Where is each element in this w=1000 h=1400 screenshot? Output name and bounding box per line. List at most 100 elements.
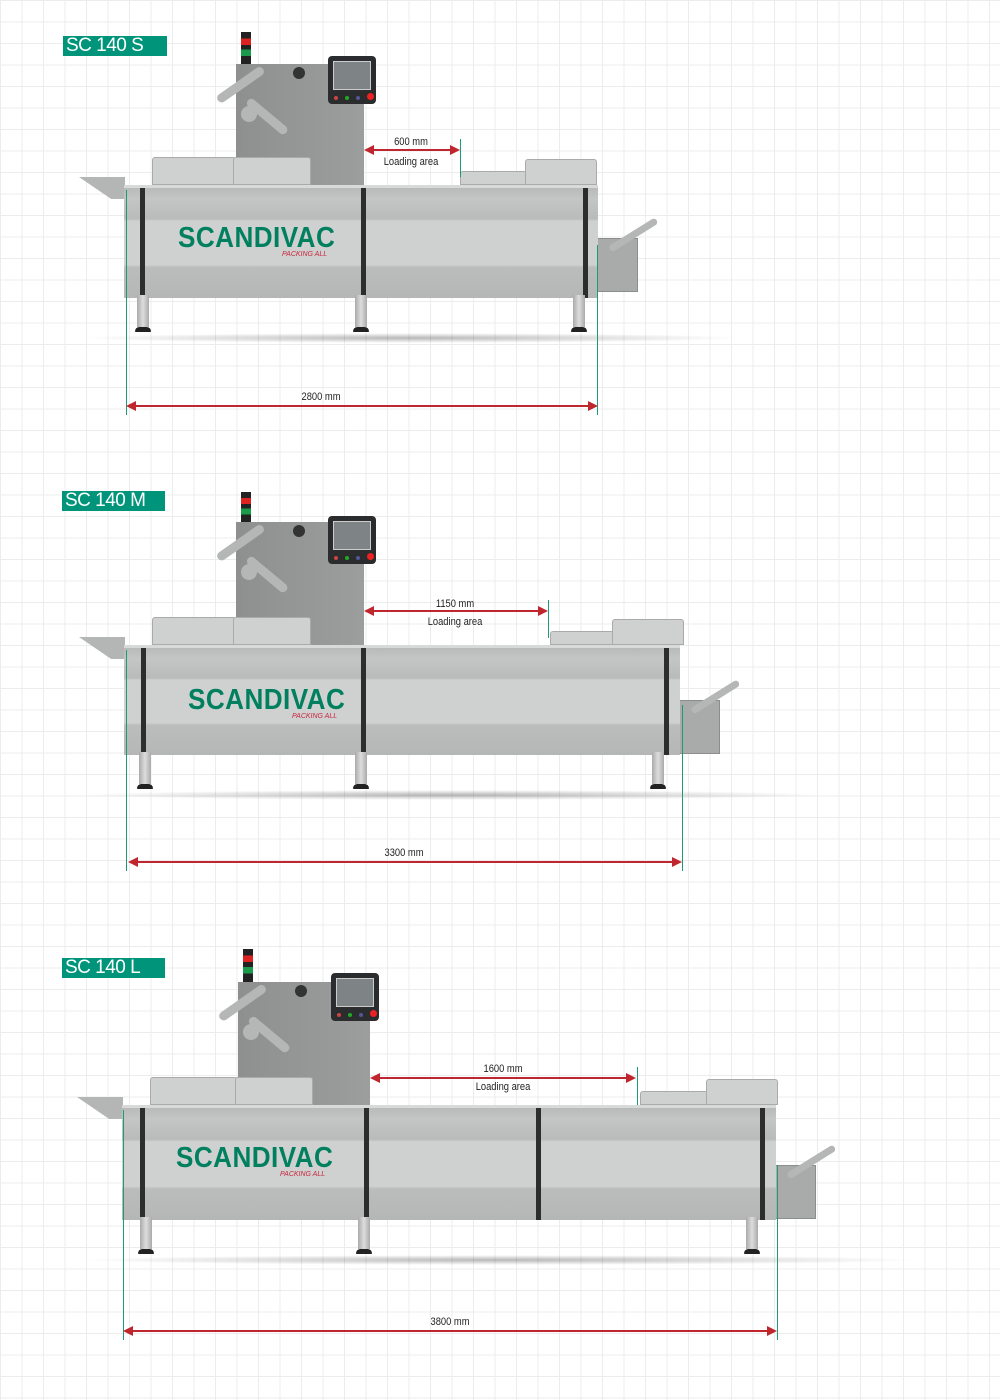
forming-station bbox=[150, 1077, 238, 1105]
brand-logo: SCANDIVAC bbox=[188, 684, 346, 716]
brand-logo: SCANDIVAC bbox=[178, 222, 336, 254]
dimension-extension-line bbox=[777, 1165, 778, 1340]
infeed-table bbox=[79, 177, 125, 199]
loading-area-marker bbox=[460, 139, 461, 177]
model-label: SC 140 M bbox=[62, 491, 165, 511]
total-length-arrow bbox=[126, 402, 598, 410]
machine-leg bbox=[358, 1217, 370, 1249]
floor-shadow bbox=[77, 1255, 921, 1265]
dimension-extension-line bbox=[123, 1110, 124, 1340]
dimension-extension-line bbox=[126, 650, 127, 871]
leveling-foot-icon bbox=[135, 327, 151, 332]
signal-tower-icon bbox=[241, 32, 251, 64]
control-button-icon[interactable] bbox=[345, 96, 349, 100]
screen-display[interactable] bbox=[333, 521, 371, 550]
total-length-arrow bbox=[123, 1327, 777, 1335]
model-label: SC 140 L bbox=[62, 958, 165, 978]
total-length-label: 3300 mm bbox=[384, 847, 424, 859]
brand-tagline: PACKING ALL bbox=[282, 251, 328, 258]
model-label: SC 140 S bbox=[63, 36, 167, 56]
infeed-table bbox=[79, 637, 125, 659]
leveling-foot-icon bbox=[137, 784, 153, 789]
forming-station bbox=[235, 1077, 313, 1105]
machine-leg bbox=[355, 752, 367, 784]
loading-area-label: Loading area bbox=[427, 616, 483, 628]
floor-shadow bbox=[79, 333, 743, 343]
knob-icon bbox=[293, 525, 305, 537]
total-length-label: 3800 mm bbox=[430, 1316, 470, 1328]
signal-tower-icon bbox=[241, 492, 251, 522]
total-length-arrow bbox=[128, 858, 682, 866]
machine-frame bbox=[124, 645, 680, 755]
forming-station bbox=[233, 157, 311, 185]
frame-divider bbox=[140, 1108, 145, 1220]
loading-length-label: 1150 mm bbox=[435, 598, 475, 610]
roller-icon bbox=[241, 106, 257, 122]
floor-shadow bbox=[79, 790, 825, 800]
forming-station bbox=[152, 157, 236, 185]
loading-area-marker bbox=[548, 600, 549, 638]
machine-leg bbox=[137, 295, 149, 327]
loading-length-label: 1600 mm bbox=[483, 1063, 523, 1075]
frame-divider bbox=[140, 188, 145, 298]
control-button-icon[interactable] bbox=[348, 1013, 352, 1017]
leveling-foot-icon bbox=[571, 327, 587, 332]
control-button-icon[interactable] bbox=[367, 93, 374, 100]
brand-tagline: PACKING ALL bbox=[280, 1171, 326, 1178]
sealing-station bbox=[706, 1079, 778, 1105]
infeed-table bbox=[77, 1097, 123, 1119]
screen-display[interactable] bbox=[336, 978, 374, 1007]
touchscreen-control-panel[interactable] bbox=[328, 56, 376, 104]
machine-leg bbox=[139, 752, 151, 784]
frame-divider bbox=[536, 1108, 541, 1220]
machine-leg bbox=[746, 1217, 758, 1249]
frame-divider bbox=[664, 648, 669, 755]
loading-area-marker bbox=[637, 1067, 638, 1105]
dimension-extension-line bbox=[597, 245, 598, 415]
roller-icon bbox=[241, 564, 257, 580]
screen-display[interactable] bbox=[333, 61, 371, 90]
control-button-icon[interactable] bbox=[370, 1010, 377, 1017]
control-button-icon[interactable] bbox=[367, 553, 374, 560]
forming-station bbox=[233, 617, 311, 645]
machine-leg bbox=[140, 1217, 152, 1249]
brand-tagline: PACKING ALL bbox=[292, 713, 338, 720]
leveling-foot-icon bbox=[138, 1249, 154, 1254]
total-length-label: 2800 mm bbox=[301, 391, 341, 403]
signal-tower-icon bbox=[243, 949, 253, 982]
frame-divider bbox=[141, 648, 146, 755]
loading-area-arrow bbox=[370, 1074, 636, 1082]
control-button-icon[interactable] bbox=[334, 556, 338, 560]
sealing-station bbox=[550, 631, 614, 645]
dimension-extension-line bbox=[682, 705, 683, 871]
touchscreen-control-panel[interactable] bbox=[331, 973, 379, 1021]
frame-divider bbox=[361, 188, 366, 298]
frame-divider bbox=[361, 648, 366, 755]
knob-icon bbox=[293, 67, 305, 79]
control-button-icon[interactable] bbox=[356, 96, 360, 100]
control-button-icon[interactable] bbox=[334, 96, 338, 100]
sealing-station bbox=[460, 171, 527, 185]
touchscreen-control-panel[interactable] bbox=[328, 516, 376, 564]
sealing-station bbox=[525, 159, 597, 185]
machine-leg bbox=[355, 295, 367, 327]
control-button-icon[interactable] bbox=[356, 556, 360, 560]
sealing-station bbox=[612, 619, 684, 645]
leveling-foot-icon bbox=[356, 1249, 372, 1254]
leveling-foot-icon bbox=[353, 784, 369, 789]
leveling-foot-icon bbox=[744, 1249, 760, 1254]
leveling-foot-icon bbox=[353, 327, 369, 332]
control-button-icon[interactable] bbox=[337, 1013, 341, 1017]
forming-station bbox=[152, 617, 236, 645]
machine-leg bbox=[573, 295, 585, 327]
roller-icon bbox=[243, 1024, 259, 1040]
dimension-extension-line bbox=[126, 190, 127, 415]
machine-leg bbox=[652, 752, 664, 784]
control-button-icon[interactable] bbox=[359, 1013, 363, 1017]
control-button-icon[interactable] bbox=[345, 556, 349, 560]
loading-area-arrow bbox=[364, 146, 460, 154]
knob-icon bbox=[295, 985, 307, 997]
machine-frame bbox=[122, 1105, 776, 1220]
frame-divider bbox=[364, 1108, 369, 1220]
leveling-foot-icon bbox=[650, 784, 666, 789]
